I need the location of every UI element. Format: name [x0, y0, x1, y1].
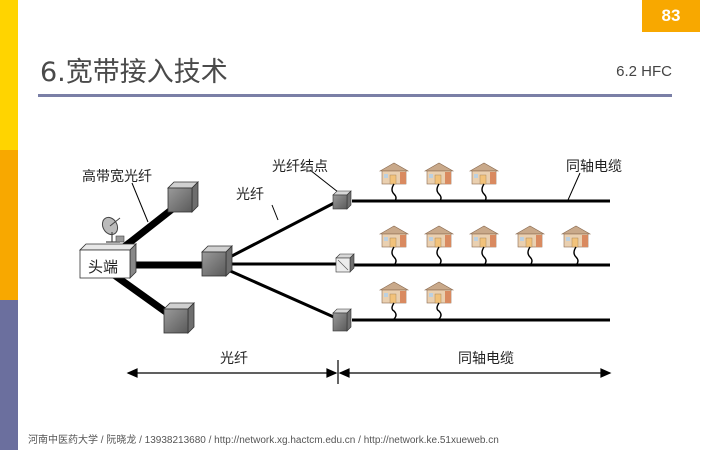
label-bottom-coax: 同轴电缆 [458, 351, 514, 367]
leader-fiber [271, 204, 279, 221]
fiber-span-arrow-right [326, 368, 338, 378]
fiber-node-1 [332, 190, 352, 210]
footer-text: 河南中医药大学 / 阮晓龙 / 13938213680 / http://net… [28, 435, 499, 446]
houses-row-3 [379, 281, 454, 320]
distribution-box-lower [163, 302, 195, 334]
label-wideband-fiber: 高带宽光纤 [82, 169, 152, 185]
headend-satellite-dish-icon [101, 216, 125, 243]
label-fiber: 光纤 [236, 187, 264, 203]
sidebar-yellow-segment [0, 0, 18, 150]
fiber-branches [226, 200, 338, 320]
label-coax-top: 同轴电缆 [566, 159, 622, 175]
coax-span-arrow-right [600, 368, 612, 378]
fiber-branch-top [226, 200, 338, 260]
house-icon [424, 162, 454, 203]
headend-box [79, 243, 137, 279]
sidebar-purple-segment [0, 300, 18, 450]
distribution-box-upper [167, 181, 199, 213]
house-icon [424, 281, 454, 320]
label-fiber-node: 光纤结点 [272, 159, 328, 175]
houses-row-1 [379, 162, 499, 203]
house-icon [515, 225, 545, 266]
sidebar-orange-segment [0, 150, 18, 300]
page-number: 83 [642, 0, 700, 32]
label-headend: 头端 [88, 258, 119, 276]
houses-row-2 [379, 225, 591, 266]
house-icon [561, 225, 591, 266]
house-icon [379, 225, 409, 266]
section-label: 6.2 HFC [616, 63, 672, 80]
house-icon [469, 225, 499, 266]
left-color-bar [0, 0, 18, 450]
leader-coax [567, 172, 581, 201]
house-icon [379, 162, 409, 203]
fiber-span-arrow-left [126, 368, 138, 378]
leader-fiber-node [309, 169, 339, 193]
leader-wideband-fiber [131, 182, 149, 223]
house-icon [469, 162, 499, 203]
label-bottom-fiber: 光纤 [220, 351, 248, 367]
title-divider [38, 94, 672, 97]
house-icon [379, 281, 409, 320]
coax-span-arrow-left [338, 368, 350, 378]
leader-lines [131, 169, 581, 223]
house-icon [424, 225, 454, 266]
fiber-node-2 [335, 253, 355, 273]
fiber-lower [106, 268, 174, 319]
distribution-box-middle [201, 245, 233, 277]
fiber-node-3 [332, 308, 352, 332]
fiber-branch-bottom [226, 268, 338, 320]
page-title: 6.宽带接入技术 [40, 57, 228, 88]
dimension-arrows [126, 360, 612, 384]
